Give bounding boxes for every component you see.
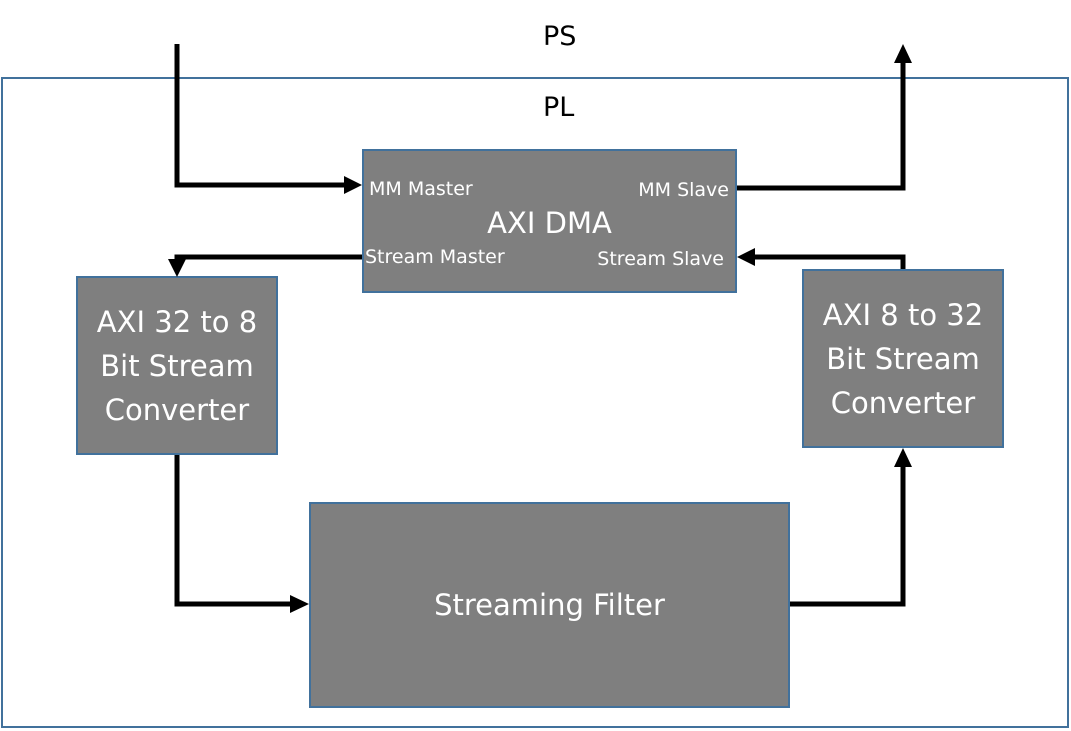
mm-master-port: MM Master	[369, 178, 473, 200]
pl-label: PL	[543, 92, 575, 123]
stream-master-port: Stream Master	[365, 246, 505, 268]
axi-dma-title: AXI DMA	[487, 206, 612, 240]
axi-dma-block: MM Master MM Slave AXI DMA Stream Master…	[362, 149, 737, 293]
ps-label: PS	[543, 21, 577, 52]
axi-32-to-8-converter: AXI 32 to 8 Bit Stream Converter	[76, 276, 278, 455]
streaming-filter-block: Streaming Filter	[309, 502, 790, 708]
mm-slave-port: MM Slave	[638, 179, 729, 201]
axi-8-to-32-converter: AXI 8 to 32 Bit Stream Converter	[802, 269, 1004, 448]
pl-boundary	[1, 77, 1069, 728]
stream-slave-port: Stream Slave	[597, 248, 724, 270]
arrowhead-ps-up	[894, 44, 912, 63]
